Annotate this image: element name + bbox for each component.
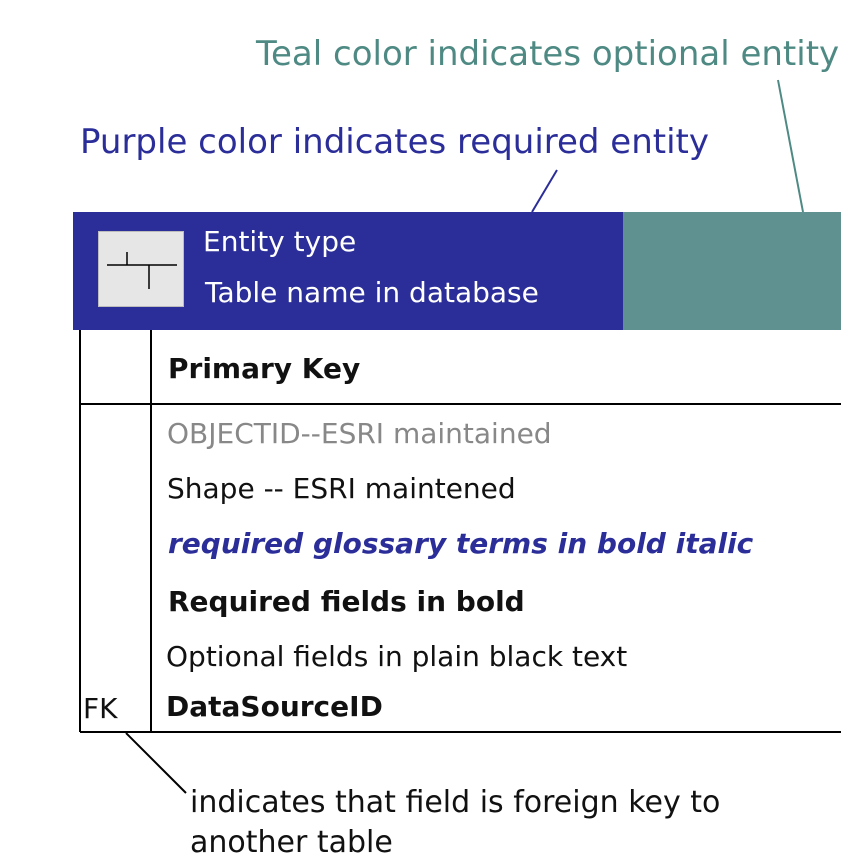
optional-fields-row: Optional fields in plain black text: [166, 640, 628, 673]
teal-leader-line: [777, 79, 804, 213]
primary-key-row: Primary Key: [168, 352, 361, 385]
fk-marker: FK: [83, 692, 118, 725]
optional-entity-header: [623, 212, 841, 330]
shape-field: Shape -- ESRI maintened: [167, 472, 516, 505]
objectid-field: OBJECTID--ESRI maintained: [167, 417, 552, 450]
entity-table-icon: [98, 231, 184, 307]
entity-type-label: Entity type: [203, 225, 357, 258]
entity-table-icon-glyph: [107, 252, 177, 289]
datasource-id-field: DataSourceID: [166, 690, 383, 723]
table-name-label: Table name in database: [205, 276, 539, 309]
optional-entity-annotation: Teal color indicates optional entity: [256, 34, 840, 74]
glossary-terms-field: required glossary terms in bold italic: [168, 527, 754, 560]
required-entity-annotation: Purple color indicates required entity: [80, 122, 709, 162]
fk-leader-line: [125, 732, 187, 794]
purple-leader-line: [531, 169, 558, 213]
foreign-key-annotation: indicates that field is foreign key to a…: [190, 785, 721, 860]
required-fields-row: Required fields in bold: [168, 585, 525, 618]
